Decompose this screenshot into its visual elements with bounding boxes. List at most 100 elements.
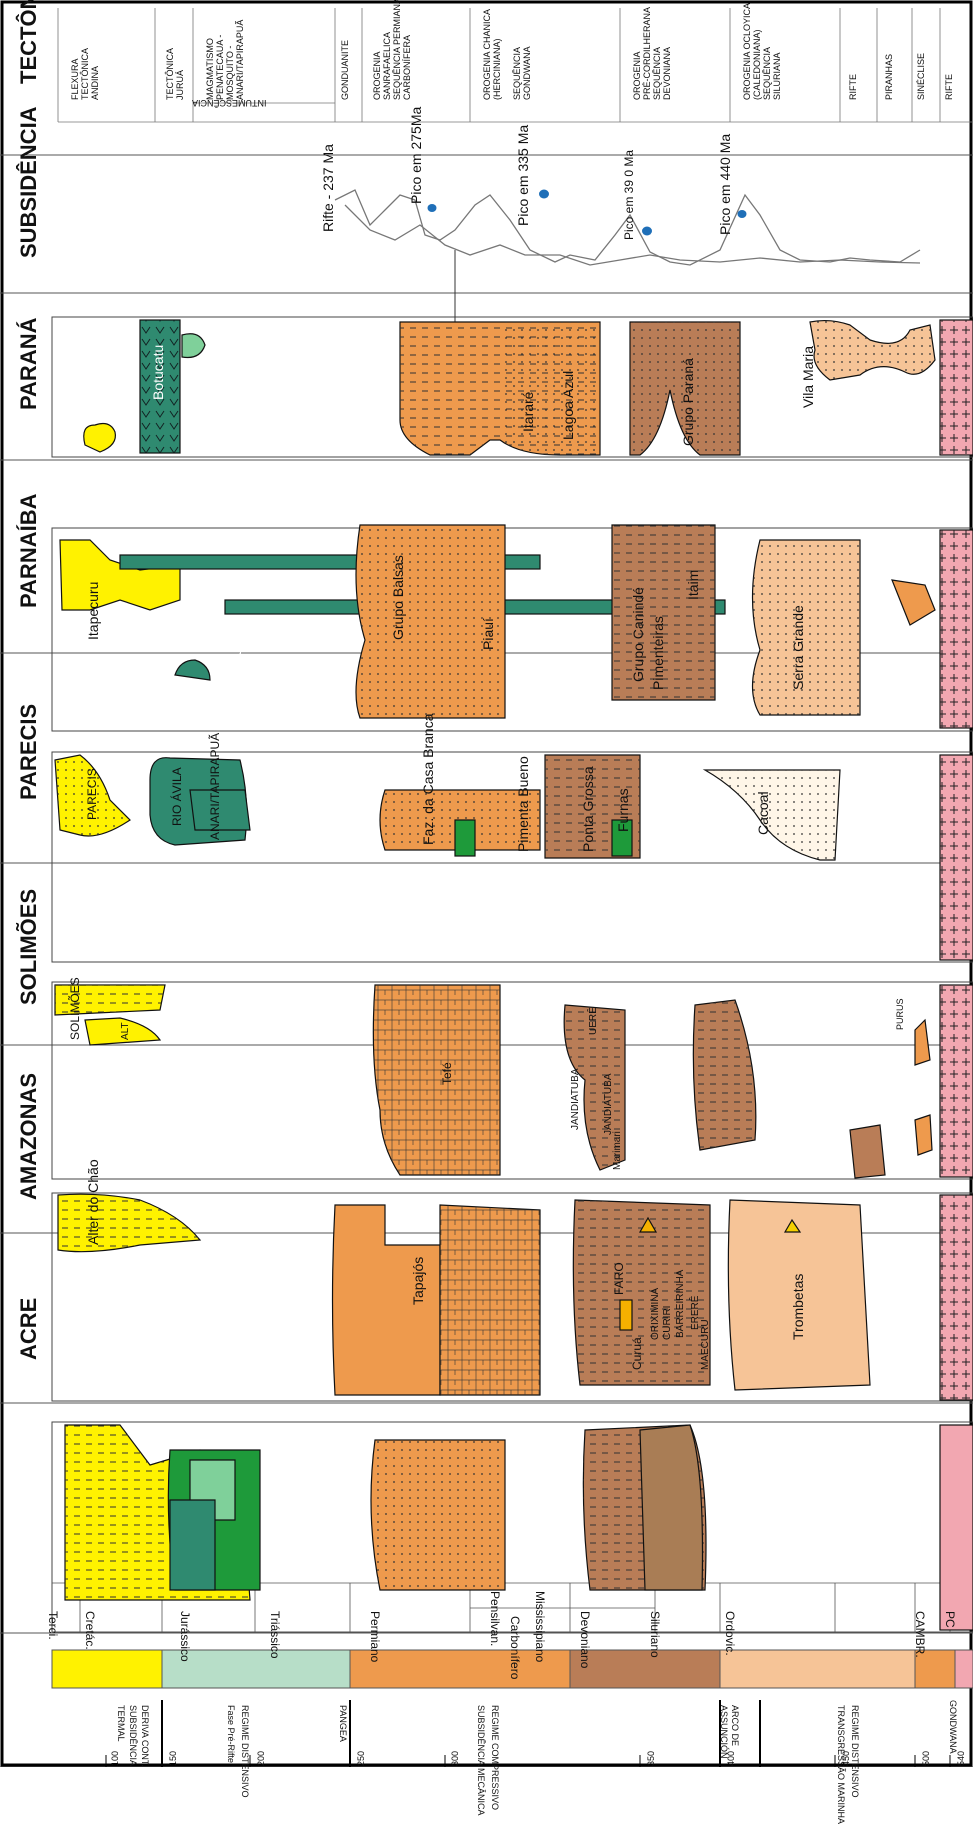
tectonic-event-7-line-1: (CALEDONIANA) xyxy=(752,29,762,100)
age-150: 150 xyxy=(168,1751,178,1766)
tectonic-event-1-line-1: JURUÁ xyxy=(175,70,185,100)
tectonic-event-7-line-0: OROGENIA OCLOYICA xyxy=(742,3,752,100)
faz-casa-branca-label: Faz. da Casa Branca xyxy=(420,713,436,845)
regime-compressivo-0: REGIME COMPRESSIVO xyxy=(490,1705,500,1810)
regime-gondwana: GONDWANA xyxy=(948,1700,958,1754)
trombetas-label: Trombetas xyxy=(790,1274,806,1340)
botucatu-label: Botucatu xyxy=(150,345,166,400)
tectonic-event-2-line-2: MOSQUITO - xyxy=(225,46,235,100)
period-2: Jurássico xyxy=(179,1611,190,1662)
period-6: Mississipiano xyxy=(534,1591,545,1662)
period-10: Ordovic. xyxy=(724,1611,735,1656)
tectonic-event-4-line-3: CARBONÍFERA xyxy=(402,35,412,100)
regime-distensivo1-1: Fase Pré-Rifte xyxy=(226,1705,236,1763)
anari-label: ANARI/TAPIRAPUÃ xyxy=(208,733,222,840)
solimoes-formation-label: SOLIMÕES xyxy=(68,977,82,1040)
furnas-label: Furnas xyxy=(615,788,631,832)
regime-distensivo1-0: REGIME DISTENSIVO xyxy=(240,1705,250,1798)
tectonic-event-7-line-2: SEQUÊNCIA xyxy=(762,47,772,100)
pico-275-label: Pico em 275Ma xyxy=(408,107,424,204)
tectonic-event-6-line-3: DEVONIANA xyxy=(662,47,672,100)
tectonic-event-5-line-4: GONDWANA xyxy=(522,46,532,100)
period-11: CAMBR. xyxy=(914,1611,925,1658)
header-parana: PARANÁ xyxy=(16,318,42,410)
tectonic-event-5-line-0: OROGENIA CHANICA xyxy=(482,9,492,100)
period-0: Terci. xyxy=(47,1611,58,1640)
tectonic-event-4-line-2: SEQUÊNCIA PERMIANA xyxy=(392,0,402,100)
intumescencia-label: INTUMESCÊNCIA xyxy=(192,98,267,108)
tectonic-event-6-line-2: SEQUÊNCIA xyxy=(652,47,662,100)
header-acre: ACRE xyxy=(16,1298,42,1360)
age-200: 200 xyxy=(256,1751,266,1766)
header-parecis: PARECIS xyxy=(16,704,42,800)
tectonic-event-6-line-1: PRÉ-CORDILHERANA xyxy=(642,7,652,100)
header-solimoes: SOLIMÕES xyxy=(16,889,42,1005)
piaui-label: Piauí xyxy=(480,618,496,650)
regime-pangea: PANGEA xyxy=(338,1705,348,1742)
curua-label: Curuá xyxy=(630,1337,644,1370)
itapecuru-label: Itapecuru xyxy=(85,582,101,640)
tectonic-event-0-line-0: FLEXURA xyxy=(70,58,80,100)
ponta-grossa-label: Ponta Grossa xyxy=(580,766,596,852)
header-parnaiba: PARNAÍBA xyxy=(16,494,42,608)
uere-label: UERÊ xyxy=(588,1007,599,1035)
lagoa-azul-label: Lagoa Azul xyxy=(560,371,576,440)
oriximina-label: ORIXIMINÁ xyxy=(650,1288,661,1340)
tapajos-label: Tapajós xyxy=(410,1257,426,1305)
vila-maria-label: Vila Maria xyxy=(800,346,816,408)
tectonic-event-2-line-0: MAGMATISMO xyxy=(205,38,215,100)
regime-deriva-0: DERIVA CONT. xyxy=(140,1705,150,1767)
tectonic-event-4-line-1: SANRAFAELICA xyxy=(382,32,392,100)
age-350: 350 xyxy=(646,1751,656,1766)
age-450: 450 xyxy=(841,1751,851,1766)
pico-390-label: Pico em 39 0 Ma xyxy=(622,150,636,240)
pimenta-bueno-label: Pimenta Bueno xyxy=(515,756,531,852)
tectonic-event-1-line-0: TECTÔNICA xyxy=(165,48,175,100)
tectonic-event-0-line-1: TECTÔNICA xyxy=(80,48,90,100)
period-12: PC xyxy=(944,1611,955,1628)
age-300: 300 xyxy=(450,1751,460,1766)
age-500: 500 xyxy=(921,1751,931,1766)
itarare-label: Itararé xyxy=(520,392,536,432)
tefe-label: Tefé xyxy=(440,1062,454,1085)
period-5: Pensilvan. xyxy=(489,1591,500,1646)
tectonic-event-10-line-0: SINÉCLISE xyxy=(916,53,926,100)
cacoal-label: Cacoal xyxy=(755,791,771,835)
period-9: Siluriano xyxy=(649,1611,660,1658)
jandiatuba1-label: JANDIATUBA xyxy=(570,1069,581,1131)
tectonic-event-4-line-0: OROGENIA xyxy=(372,51,382,100)
alter-label: ALT xyxy=(120,1022,131,1040)
curiri-label: CURIRI xyxy=(662,1306,673,1340)
pimenteiras-label: Pimenteiras xyxy=(650,616,666,690)
header-tectonica: TECTÔNICA xyxy=(16,0,42,84)
faro-label: FARO xyxy=(612,1262,626,1295)
alter-do-chao-label: Alter do Chão xyxy=(85,1159,101,1245)
mosquito-label: Mosquito xyxy=(228,633,244,690)
grupo-caninde-label: Grupo Canindé xyxy=(630,587,646,682)
rio-avila-label: RIO ÁVILA xyxy=(170,767,184,826)
tectonic-event-9-line-0: PIRANHAS xyxy=(884,54,894,100)
tectonic-event-2-line-3: ANARI/TAPIRAPUÃ xyxy=(235,20,245,100)
tectonic-event-5-line-1: (HERCINIANA) xyxy=(492,38,502,100)
tectonic-event-0-line-2: ANDINA xyxy=(90,66,100,100)
age-400: 400 xyxy=(726,1751,736,1766)
regime-deriva-2: TERMAL xyxy=(116,1705,126,1742)
tectonic-event-11-line-0: RIFTE xyxy=(944,74,954,100)
grupo-balsas-label: Grupo Balsas xyxy=(390,555,406,640)
header-amazonas: AMAZONAS xyxy=(16,1073,42,1200)
stratigraphic-chart xyxy=(0,0,973,1767)
marimari-label: Marimari xyxy=(612,1131,623,1170)
regime-distensivo2-0: REGIME DISTENSIVO xyxy=(850,1705,860,1798)
period-8: Devoniano xyxy=(579,1611,590,1668)
regime-compressivo-1: SUBSIDÊNCIA MECÂNICA xyxy=(476,1705,486,1816)
maecuru-label: MAECURU xyxy=(700,1319,711,1370)
age-540: 540 xyxy=(956,1751,966,1766)
grupo-parana-label: Grupo Paraná xyxy=(680,358,696,446)
period-3: Triássico xyxy=(269,1611,280,1659)
rifte-237-label: Rifte - 237 Ma xyxy=(320,144,336,232)
purus-label: PURUS xyxy=(895,998,905,1030)
tectonic-event-8-line-0: RIFTE xyxy=(848,74,858,100)
age-250: 250 xyxy=(356,1751,366,1766)
tectonic-event-5-line-3: SEQUÊNCIA xyxy=(512,47,522,100)
regime-arco-0: ARCO DE xyxy=(730,1705,740,1746)
